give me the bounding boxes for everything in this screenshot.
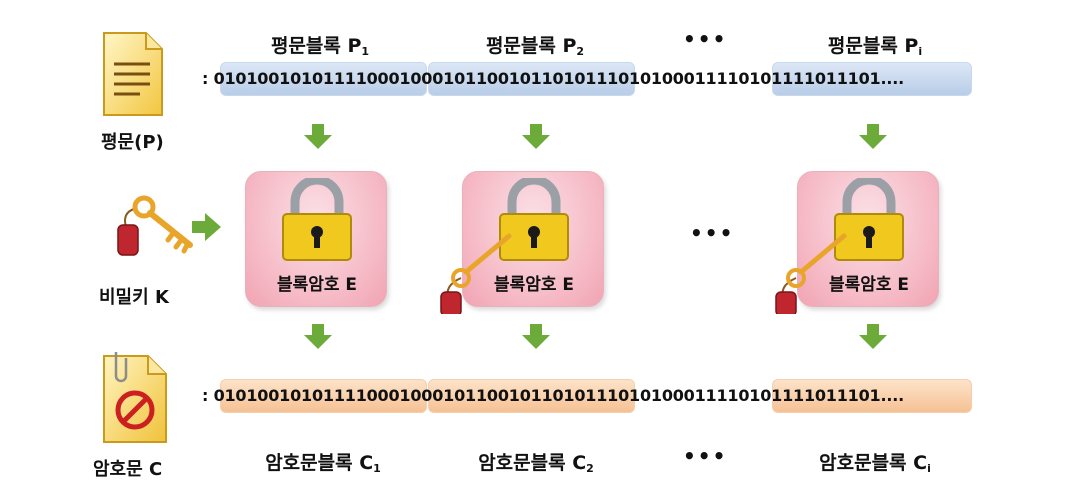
footer-ellipsis: ••• [683, 444, 728, 468]
plaintext-block-header-i: 평문블록 Pi [827, 35, 923, 58]
forbidden-document-icon [98, 350, 170, 444]
cipher-block-header-i: 암호문블록 Ci [819, 452, 931, 475]
down-arrow-icon [304, 124, 332, 149]
plaintext-label: 평문(P) [101, 132, 164, 153]
block-cipher-label: 블록암호 E [276, 275, 358, 295]
cipher-bitstream: : 01010010101111000100010110010110101110… [202, 386, 904, 405]
block-cipher-box-i: 블록암호 E [775, 171, 939, 314]
down-arrow-icon [522, 324, 550, 349]
down-arrow-icon [859, 124, 887, 149]
ciphertext-label: 암호문 C [93, 459, 163, 480]
plaintext-block-bar-1 [220, 62, 427, 96]
key-icon [112, 195, 200, 263]
padlock-icon [282, 178, 352, 261]
cipher-block-bar-1 [220, 379, 427, 413]
plaintext-document-icon [100, 30, 166, 118]
block-cipher-label: 블록암호 E [828, 275, 910, 295]
block-cipher-label: 블록암호 E [493, 275, 575, 295]
block-cipher-box-1: 블록암호 E [245, 171, 387, 307]
plaintext-block-bar-i [772, 62, 972, 96]
key-icon [775, 233, 847, 314]
plaintext-bitstream: : 01010010101111000100010110010110101110… [202, 69, 904, 88]
down-arrow-icon [304, 324, 332, 349]
plaintext-block-header-1: 평문블록 P1 [270, 35, 370, 58]
down-arrow-icon [522, 124, 550, 149]
header-ellipsis: ••• [683, 27, 728, 51]
key-label: 비밀키 K [99, 287, 169, 308]
cipher-block-header-1: 암호문블록 C1 [265, 452, 381, 475]
cipher-block-header-2: 암호문블록 C2 [478, 452, 594, 475]
down-arrow-icon [859, 324, 887, 349]
padlock-icon [499, 178, 569, 261]
plaintext-block-header-2: 평문블록 P2 [485, 35, 585, 58]
middle-ellipsis: ••• [690, 221, 735, 245]
cipher-block-bar-i [772, 379, 972, 413]
cipher-block-bar-2 [428, 379, 635, 413]
block-cipher-box-2: 블록암호 E [440, 171, 604, 314]
key-icon [440, 233, 512, 314]
plaintext-block-bar-2 [428, 62, 635, 96]
right-arrow-icon [192, 213, 221, 241]
padlock-icon [834, 178, 904, 261]
